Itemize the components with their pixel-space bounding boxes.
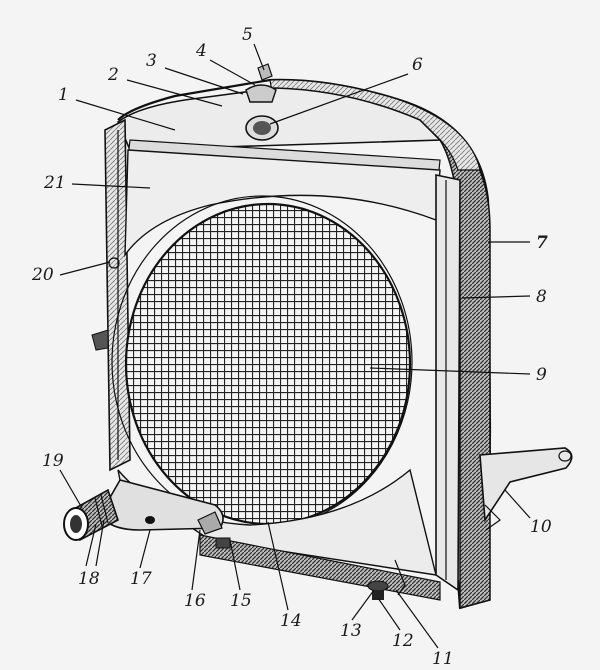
filler-neck — [245, 63, 279, 141]
callout-3: 3 — [146, 51, 157, 71]
callout-16: 16 — [184, 591, 206, 611]
callout-21: 21 — [43, 173, 66, 193]
upper-panel — [124, 149, 441, 258]
callout-13: 13 — [340, 621, 362, 641]
callout-15: 15 — [230, 591, 252, 611]
callout-19: 19 — [42, 451, 64, 471]
radiator-core — [111, 195, 413, 529]
callout-17: 17 — [130, 569, 152, 589]
callout-6: 6 — [412, 55, 423, 75]
callout-5: 5 — [242, 25, 253, 45]
callout-12: 12 — [392, 631, 414, 651]
callout-14: 14 — [280, 611, 302, 631]
callout-1: 1 — [58, 85, 69, 105]
callout-20: 20 — [31, 265, 54, 285]
callout-labels: 1 2 3 4 5 6 7 8 9 10 11 12 13 14 15 16 1… — [31, 25, 552, 669]
left-frame — [104, 118, 131, 472]
callout-7: 7 — [536, 233, 548, 253]
leader-lines — [59, 43, 531, 649]
left-bracket — [91, 329, 109, 351]
callout-10: 10 — [530, 517, 552, 537]
mounting-bracket — [479, 447, 573, 531]
callout-8: 8 — [536, 287, 547, 307]
callout-2: 2 — [107, 65, 119, 85]
right-side-panel — [435, 174, 461, 592]
callout-18: 18 — [78, 569, 100, 589]
callout-11: 11 — [432, 649, 454, 669]
callout-4: 4 — [195, 41, 207, 61]
outlet-pipe — [63, 479, 224, 542]
lower-fittings — [215, 537, 406, 600]
callout-9: 9 — [536, 365, 547, 385]
